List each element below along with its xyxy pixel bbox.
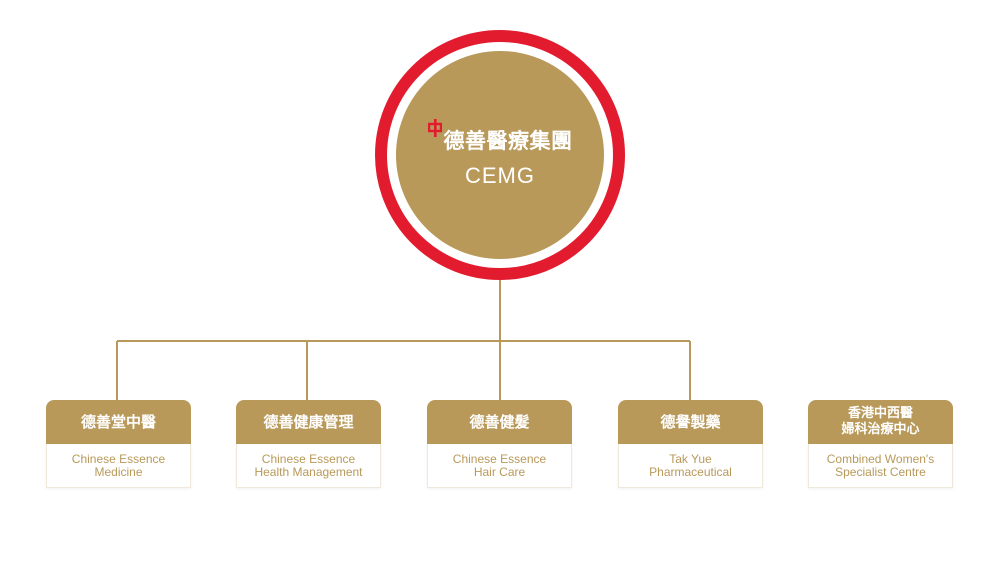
child-name-en: Chinese Essence Hair Care (427, 444, 572, 488)
root-title-row: 德善醫療集團 (427, 119, 573, 155)
root-name-cn: 德善醫療集團 (443, 129, 573, 153)
child-name-cn: 德善健髮 (427, 400, 572, 444)
child-name-cn: 香港中西醫 婦科治療中心 (808, 400, 953, 444)
red-cross-logo-icon (427, 119, 442, 137)
child-name-cn: 德譽製藥 (618, 400, 763, 444)
child-name-en: Combined Women's Specialist Centre (808, 444, 953, 488)
child-node-tak-yue-pharmaceutical: 德譽製藥 Tak Yue Pharmaceutical (618, 400, 763, 488)
root-name-en: CEMG (465, 163, 535, 188)
child-name-en: Chinese Essence Medicine (46, 444, 191, 488)
child-node-health-management: 德善健康管理 Chinese Essence Health Management (236, 400, 381, 488)
child-name-en: Tak Yue Pharmaceutical (618, 444, 763, 488)
child-name-cn: 德善健康管理 (236, 400, 381, 444)
child-node-chinese-essence-medicine: 德善堂中醫 Chinese Essence Medicine (46, 400, 191, 488)
root-node: 德善醫療集團 CEMG (396, 51, 604, 259)
child-node-combined-womens-specialist-centre: 香港中西醫 婦科治療中心 Combined Women's Specialist… (808, 400, 953, 488)
child-node-hair-care: 德善健髮 Chinese Essence Hair Care (427, 400, 572, 488)
child-name-cn: 德善堂中醫 (46, 400, 191, 444)
child-name-en: Chinese Essence Health Management (236, 444, 381, 488)
